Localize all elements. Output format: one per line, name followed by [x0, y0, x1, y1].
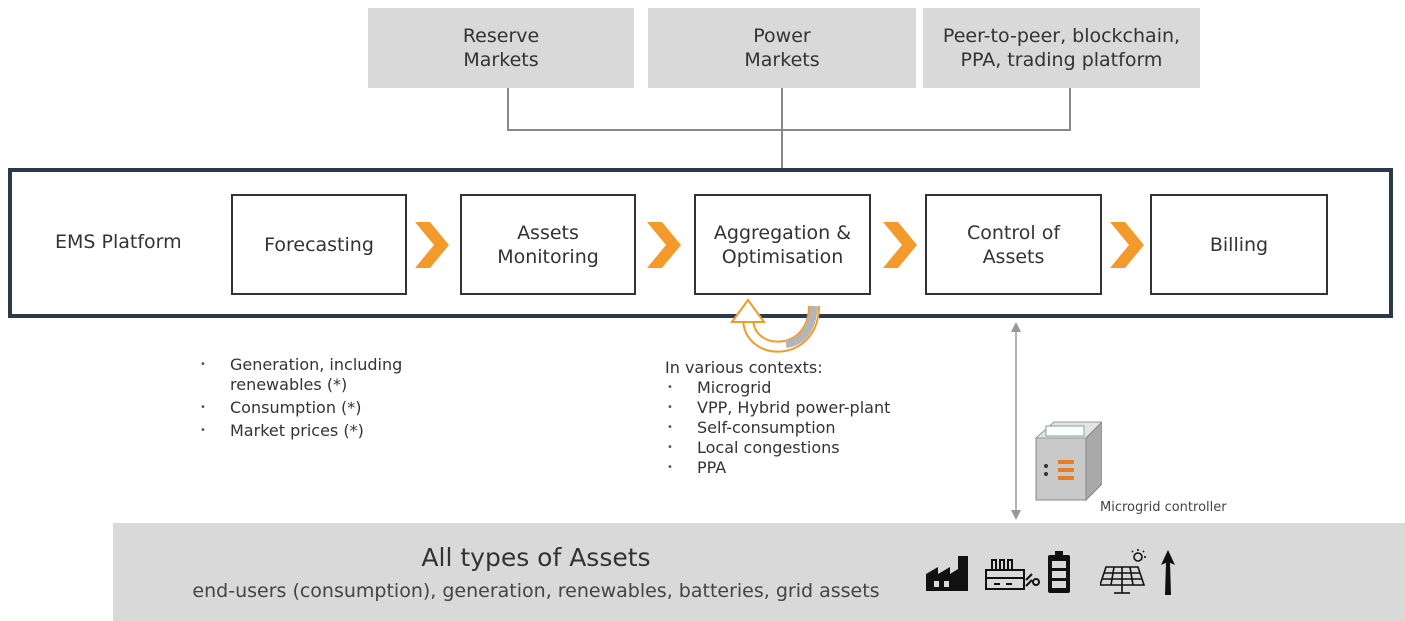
chevron-icon [883, 222, 917, 268]
microgrid-controller-label: Microgrid controller [1100, 500, 1227, 515]
step-billing: Billing [1150, 194, 1328, 295]
arrow-down-head [1011, 510, 1021, 520]
market-p2p: Peer-to-peer, blockchain, PPA, trading p… [923, 8, 1200, 88]
step-assets-monitoring: Assets Monitoring [460, 194, 636, 295]
market-p2p-label: Peer-to-peer, blockchain, PPA, trading p… [942, 25, 1181, 71]
market-reserve: Reserve Markets [368, 8, 634, 88]
power-plant-icon [985, 559, 1040, 590]
step-control: Control of Assets [925, 194, 1102, 295]
assets-band [113, 523, 1405, 621]
loop-arrow-icon [730, 298, 820, 353]
step-aggregation-label: Aggregation & Optimisation [713, 221, 852, 268]
arrow-up-head [1011, 322, 1021, 332]
list-item: Generation, including renewables (*) [200, 355, 430, 395]
chevron-icon [647, 222, 681, 268]
ems-platform-frame [8, 168, 1393, 318]
step-billing-label: Billing [1209, 233, 1269, 256]
chevron-icon [1110, 222, 1144, 268]
list-item: Microgrid [667, 378, 927, 398]
assets-subtitle: end-users (consumption), generation, ren… [192, 580, 880, 602]
solar-panel-icon [1100, 549, 1146, 594]
list-item: Local congestions [667, 438, 927, 458]
market-bracket-line [507, 88, 1071, 131]
step-aggregation: Aggregation & Optimisation [694, 194, 871, 295]
list-item: Self-consumption [667, 418, 927, 438]
contexts-title: In various contexts: [665, 358, 823, 377]
list-item: VPP, Hybrid power-plant [667, 398, 927, 418]
list-item: PPA [667, 458, 927, 478]
chevron-icon [415, 222, 449, 268]
assets-title: All types of Assets [421, 543, 651, 572]
factory-icon [926, 556, 968, 591]
contexts-list: Microgrid VPP, Hybrid power-plant Self-c… [667, 378, 927, 478]
forecasting-inputs-list: Generation, including renewables (*) Con… [200, 355, 430, 444]
microgrid-controller-image [1034, 421, 1102, 502]
market-power: Power Markets [648, 8, 916, 88]
list-item: Market prices (*) [200, 421, 430, 441]
step-forecasting: Forecasting [231, 194, 407, 295]
list-item: Consumption (*) [200, 398, 430, 418]
wind-turbine-icon [1161, 550, 1175, 595]
market-reserve-label: Reserve Markets [462, 25, 540, 71]
step-forecasting-label: Forecasting [264, 233, 374, 256]
market-power-label: Power Markets [744, 25, 820, 71]
platform-label: EMS Platform [55, 231, 182, 253]
battery-icon [1048, 551, 1070, 593]
step-control-label: Control of Assets [966, 221, 1061, 268]
step-assets-monitoring-label: Assets Monitoring [497, 221, 599, 268]
